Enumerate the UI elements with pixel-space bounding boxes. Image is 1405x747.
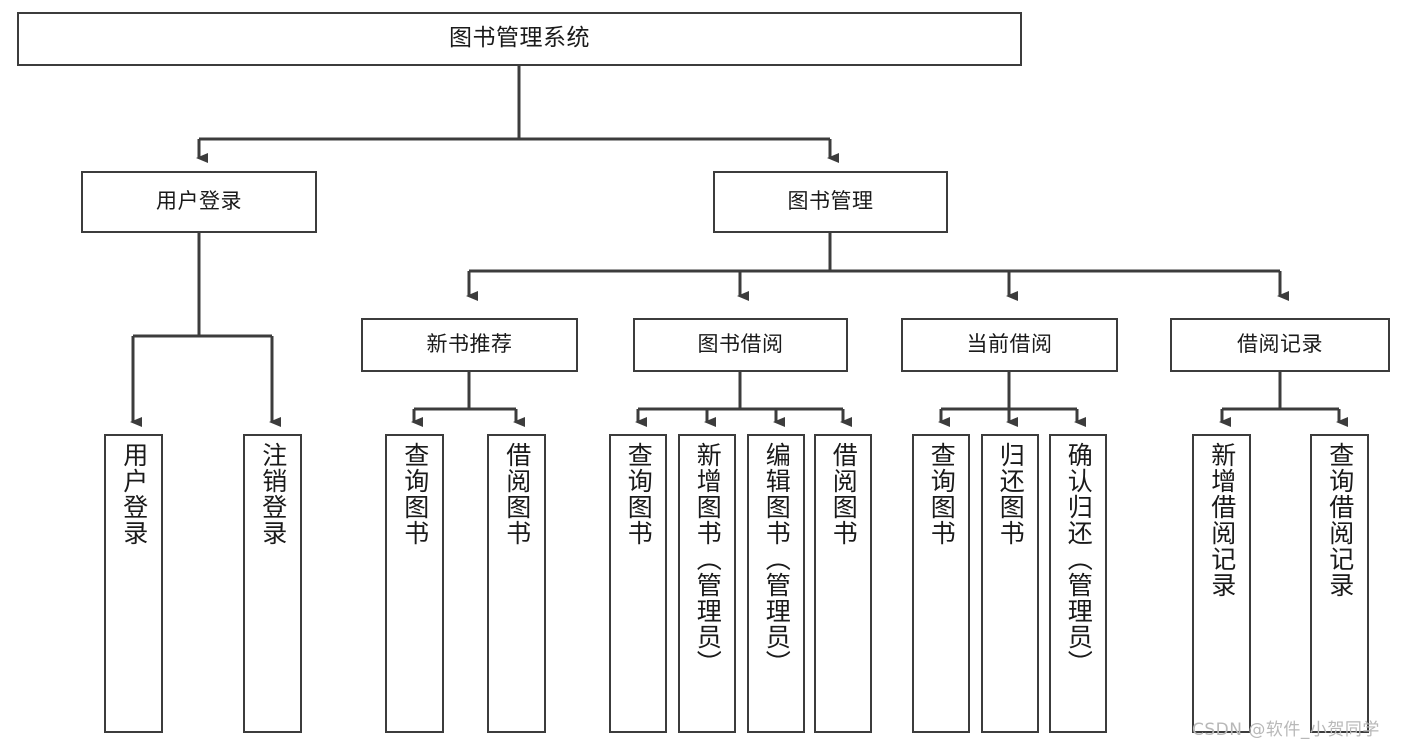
leaf-query-borrow-record[interactable]: 查询借阅记录 xyxy=(1310,434,1369,733)
leaf-user-logout[interactable]: 注销登录 xyxy=(243,434,302,733)
node-label: 归还图书 xyxy=(996,442,1026,546)
watermark-text: CSDN @软件_小贺同学 xyxy=(1192,720,1380,740)
node-label: 查询图书 xyxy=(624,442,654,546)
leaf-add-borrow-record[interactable]: 新增借阅记录 xyxy=(1192,434,1251,733)
leaf-user-login[interactable]: 用户登录 xyxy=(104,434,163,733)
node-label: 图书管理系统 xyxy=(449,25,590,52)
leaf-query-book-current[interactable]: 查询图书 xyxy=(912,434,970,733)
node-label: 图书借阅 xyxy=(697,332,784,357)
leaf-return-book[interactable]: 归还图书 xyxy=(981,434,1039,733)
node-new-book-recommend[interactable]: 新书推荐 xyxy=(361,318,578,372)
leaf-add-book-admin[interactable]: 新增图书（管理员） xyxy=(678,434,736,733)
node-label: 查询图书 xyxy=(927,442,957,546)
node-label: 借阅图书 xyxy=(829,442,859,546)
node-label: 编辑图书（管理员） xyxy=(762,442,792,676)
node-borrow-record[interactable]: 借阅记录 xyxy=(1170,318,1390,372)
node-book-management[interactable]: 图书管理 xyxy=(713,171,948,233)
node-current-borrow[interactable]: 当前借阅 xyxy=(901,318,1118,372)
leaf-borrow-book-recommend[interactable]: 借阅图书 xyxy=(487,434,546,733)
node-label: 新增图书（管理员） xyxy=(693,442,723,676)
node-label: 借阅图书 xyxy=(502,442,532,546)
node-label: 图书管理 xyxy=(787,189,874,214)
leaf-edit-book-admin[interactable]: 编辑图书（管理员） xyxy=(747,434,805,733)
node-label: 新书推荐 xyxy=(426,332,513,357)
node-label: 查询借阅记录 xyxy=(1325,442,1355,598)
node-user-login[interactable]: 用户登录 xyxy=(81,171,317,233)
node-label: 用户登录 xyxy=(156,189,242,214)
node-label: 查询图书 xyxy=(400,442,430,546)
node-root-system[interactable]: 图书管理系统 xyxy=(17,12,1022,66)
leaf-borrow-book[interactable]: 借阅图书 xyxy=(814,434,872,733)
node-label: 借阅记录 xyxy=(1237,332,1323,357)
node-label: 当前借阅 xyxy=(966,332,1053,357)
node-label: 用户登录 xyxy=(119,442,149,546)
node-label: 注销登录 xyxy=(258,442,288,546)
node-book-borrow[interactable]: 图书借阅 xyxy=(633,318,848,372)
leaf-query-book-borrow[interactable]: 查询图书 xyxy=(609,434,667,733)
node-label: 新增借阅记录 xyxy=(1207,442,1237,598)
leaf-confirm-return-admin[interactable]: 确认归还（管理员） xyxy=(1049,434,1107,733)
node-label: 确认归还（管理员） xyxy=(1064,442,1094,676)
leaf-query-book-recommend[interactable]: 查询图书 xyxy=(385,434,444,733)
